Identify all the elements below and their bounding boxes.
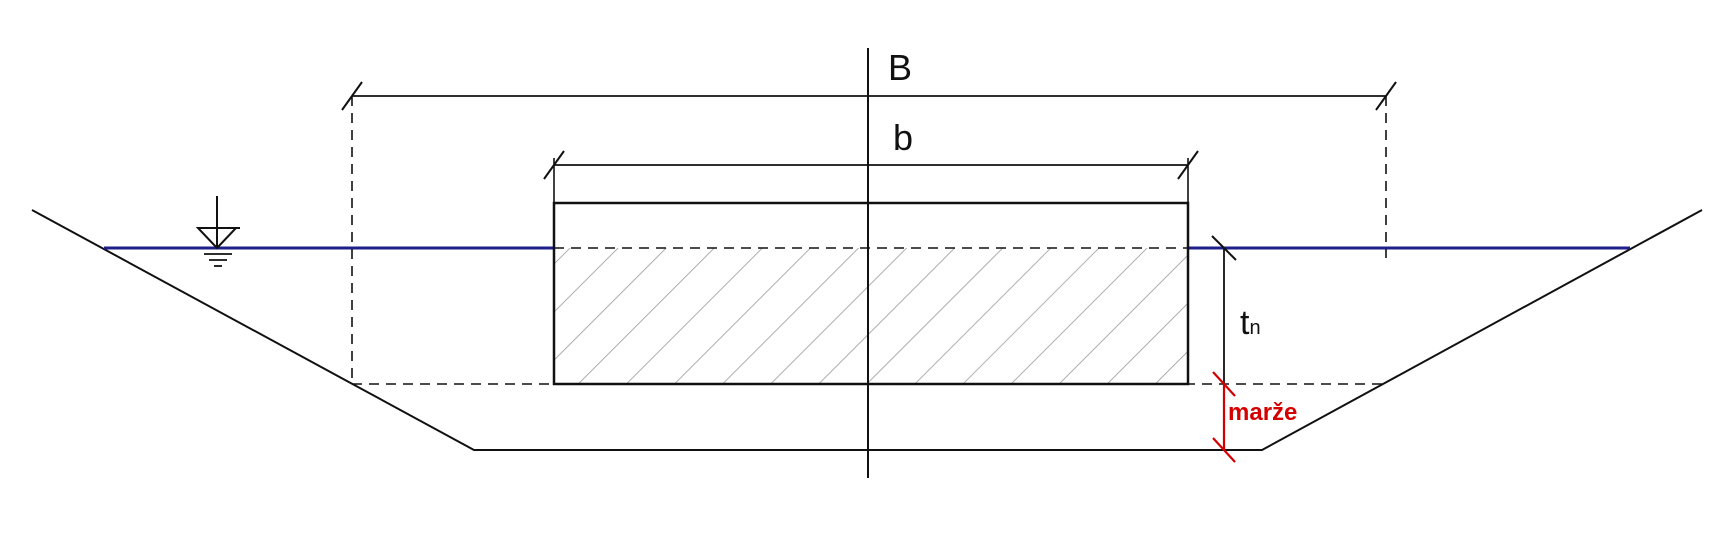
b-tick-right [1177,150,1199,180]
B-tick-right [1375,81,1397,111]
label-B: B [888,47,912,88]
label-draft: tn [1240,304,1261,342]
label-b: b [893,117,913,158]
label-marze: marže [1228,399,1297,426]
B-tick-left [341,81,363,111]
label-draft-subscript: n [1249,317,1260,339]
water-level-symbol-icon [195,196,240,267]
draft-tick-top [1211,235,1237,261]
b-tick-left [543,150,565,180]
immersed-hull-hatch [554,248,1188,384]
label-draft-main: t [1240,304,1250,342]
marze-tick-bottom [1212,437,1236,463]
marze-tick-top [1212,371,1236,397]
